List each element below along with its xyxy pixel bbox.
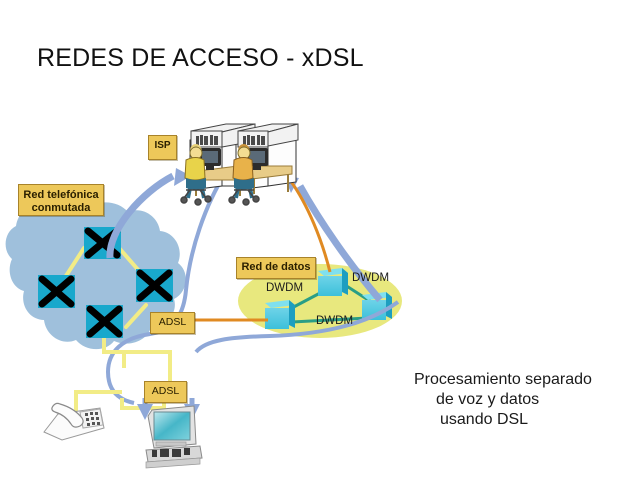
data-network-label: Red de datos [236,257,316,279]
dwdm-left-label: DWDM [266,282,304,294]
caption-line-1: Procesamiento separado [414,371,592,388]
isp-label: ISP [148,135,177,160]
phone-network-label: Red telefónica conmutada [18,184,104,216]
blue-uplinks [106,172,383,303]
telephone-icon [43,402,105,441]
office-cubicles-icon [180,123,299,206]
adsl-upper-label: ADSL [150,312,195,334]
orange-links [193,179,332,322]
switch-x-icon [136,269,173,302]
switch-x-icon [86,305,123,338]
caption-line-2: de voz y datos [436,391,540,408]
desktop-computer-icon [145,405,203,469]
phone-network-label-line2: conmutada [31,201,91,214]
seated-person-icon [232,144,254,199]
caption-line-3: usando DSL [440,411,529,428]
pstn-internal-links [62,246,148,329]
phone-network-label-line1: Red telefónica [23,189,99,201]
caption-text: Procesamiento separado de voz y datos us… [414,370,629,430]
dwdm-right-label: DWDM [352,272,390,284]
switch-x-icon [38,275,75,308]
dwdm-node-icon [265,300,295,329]
dwdm-node-icon [318,268,348,296]
dwdm-bottom-label: DWDM [316,315,354,327]
page-title: REDES DE ACCESO - xDSL [37,44,364,72]
adsl-lower-label: ADSL [144,381,187,403]
